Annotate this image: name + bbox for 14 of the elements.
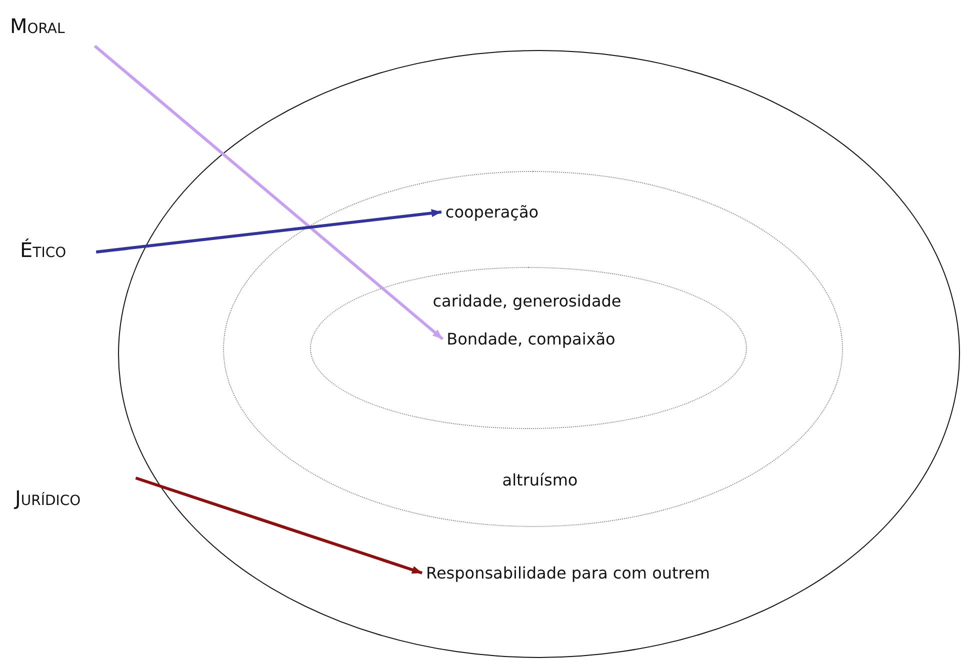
ellipse-region — [310, 267, 747, 429]
ellipse-region — [118, 50, 960, 658]
ellipse-region — [223, 171, 843, 527]
region-label: Bondade, compaixão — [446, 330, 616, 348]
category-label: Ético — [20, 238, 66, 262]
region-label: Responsabilidade para com outrem — [426, 564, 710, 582]
arrow — [94, 44, 444, 340]
region-label: caridade, generosidade — [432, 292, 622, 310]
region-label: altruísmo — [502, 470, 578, 490]
category-label: Moral — [10, 14, 65, 38]
region-label: cooperação — [445, 202, 539, 222]
arrow — [135, 476, 423, 574]
category-label: Jurídico — [15, 486, 81, 510]
arrow — [96, 209, 442, 254]
